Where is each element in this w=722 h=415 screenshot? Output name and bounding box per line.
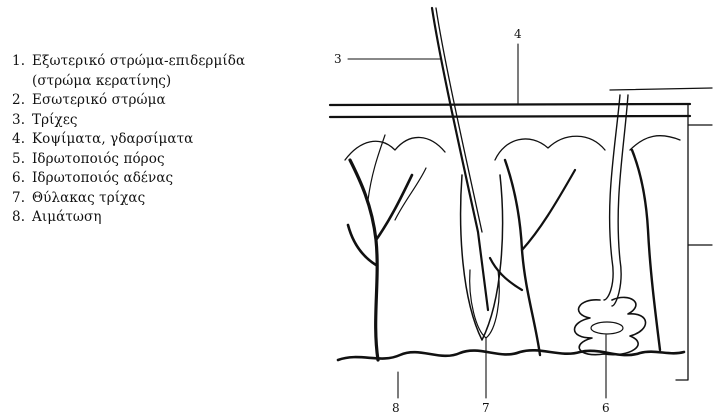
hair-shaft	[432, 8, 488, 310]
callout-7: 7	[482, 401, 490, 415]
epidermis-layer	[330, 88, 712, 117]
callout-8: 8	[392, 401, 400, 415]
blood-vessels	[348, 135, 660, 360]
layer-bracket	[676, 104, 712, 380]
callout-3: 3	[334, 52, 342, 66]
callout-6: 6	[602, 401, 610, 415]
dermis-layer	[338, 136, 684, 360]
callout-4: 4	[514, 27, 522, 41]
sweat-gland	[575, 95, 646, 355]
